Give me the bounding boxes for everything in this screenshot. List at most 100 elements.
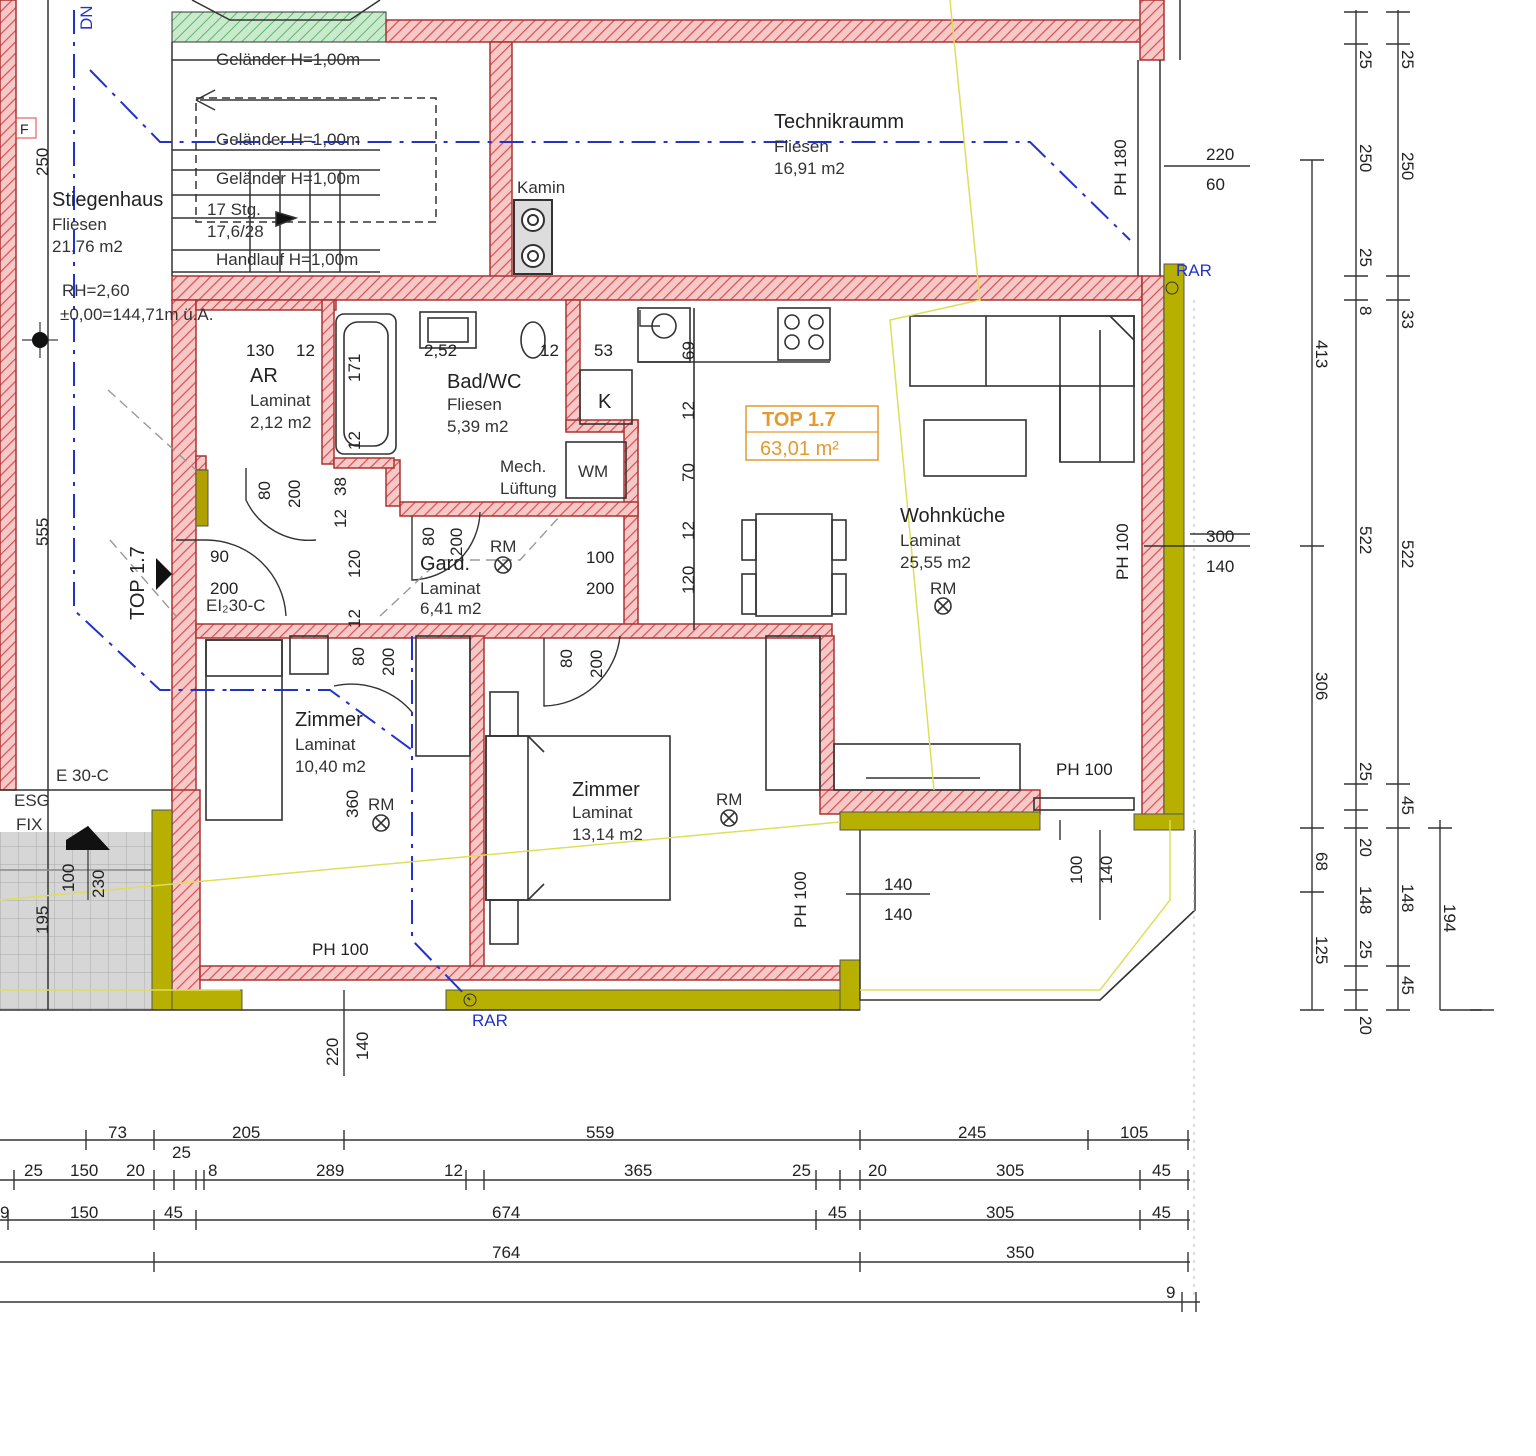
room-bad: Bad/WC Fliesen 5,39 m2 <box>447 371 521 436</box>
room-name: Zimmer <box>572 779 640 801</box>
dimension: 70 <box>679 463 698 482</box>
dimension: 20 <box>868 1161 887 1180</box>
misc-labels: Kamin K WM Mech. Lüftung RH=2,60 ±0,00=1… <box>14 5 1212 1030</box>
room-name: AR <box>250 365 278 387</box>
top-label-box: TOP 1.7 63,01 m² <box>745 405 879 461</box>
dimension: 250 <box>1356 144 1375 172</box>
opening-height: 200 <box>210 579 238 598</box>
dimension: 245 <box>958 1123 986 1142</box>
room-area: 25,55 m2 <box>900 553 971 572</box>
dimension: 413 <box>1312 340 1331 368</box>
dimension: 9 <box>1166 1283 1175 1302</box>
dimension: 80 <box>557 649 576 668</box>
dimension: 365 <box>624 1161 652 1180</box>
dimension: 2,52 <box>424 341 457 360</box>
dimension: 69 <box>679 341 698 360</box>
room-stiegenhaus: Stiegenhaus Fliesen 21,76 m2 <box>52 189 163 256</box>
fire-rating-label: EI₂30-C <box>206 596 266 615</box>
stair-note: 17 Stg. <box>207 200 261 219</box>
room-name: Stiegenhaus <box>52 189 163 211</box>
dimension: 105 <box>1120 1123 1148 1142</box>
room-name: Zimmer <box>295 709 363 731</box>
fixtures <box>205 307 1135 945</box>
room-name: Wohnküche <box>900 505 1005 527</box>
dimension: 305 <box>986 1203 1014 1222</box>
dimension: 522 <box>1356 526 1375 554</box>
window-height: PH 100 <box>312 940 369 959</box>
opening-dims: 220 60 300 140 140 140 100 140 100 200 9… <box>210 145 1234 924</box>
dimension: 120 <box>679 566 698 594</box>
dimension: 73 <box>108 1123 127 1142</box>
dimension: 764 <box>492 1243 520 1262</box>
dimension: 522 <box>1398 540 1417 568</box>
dimension: 250 <box>1398 152 1417 180</box>
top-area: 63,01 m² <box>760 438 839 460</box>
dimension: 125 <box>1312 936 1331 964</box>
dimension: 200 <box>285 480 304 508</box>
dimension: 20 <box>1356 1016 1375 1035</box>
stair-note: Geländer H=1,00m <box>216 169 360 188</box>
room-zimmer-2: Zimmer Laminat 13,14 m2 <box>572 779 643 844</box>
dimension: 25 <box>1398 50 1417 69</box>
opening-height: 200 <box>586 579 614 598</box>
dimension: 20 <box>1356 838 1375 857</box>
dimension: 45 <box>828 1203 847 1222</box>
dimension: 171 <box>345 354 364 382</box>
room-name: Bad/WC <box>447 371 521 393</box>
dimension: 68 <box>1312 852 1331 871</box>
opening-height: 60 <box>1206 175 1225 194</box>
room-zimmer-1: Zimmer Laminat 10,40 m2 <box>295 709 366 776</box>
terrace-tiles <box>0 832 152 1010</box>
stair-note: Handlauf H=1,00m <box>216 250 358 269</box>
insulation <box>151 263 1185 1011</box>
opening-width: 140 <box>884 875 912 894</box>
overlay-lines <box>0 0 1171 991</box>
dimension: 360 <box>343 790 362 818</box>
opening-width: 100 <box>586 548 614 567</box>
window-height: PH 100 <box>1113 523 1132 580</box>
room-area: 13,14 m2 <box>572 825 643 844</box>
dimension: 9 <box>0 1203 9 1222</box>
room-area: 16,91 m2 <box>774 159 845 178</box>
stair-note: Geländer H=1,00m <box>216 50 360 69</box>
rm-label: RM <box>716 790 742 809</box>
markers <box>15 117 1179 1007</box>
room-area: 21,76 m2 <box>52 237 123 256</box>
dimension: 45 <box>1152 1203 1171 1222</box>
window-height: PH 180 <box>1111 139 1130 196</box>
axis-lines <box>73 10 1131 1001</box>
glass-label: FIX <box>16 815 42 834</box>
dimension: 53 <box>594 341 613 360</box>
opening-height: 140 <box>1097 856 1116 884</box>
dimension: 12 <box>679 401 698 420</box>
inner-dims: 250 555 195 130 12 2,52 53 12 69 171 12 … <box>33 148 698 1066</box>
dimension: 148 <box>1398 884 1417 912</box>
room-floor: Laminat <box>420 579 481 598</box>
dimension: 25 <box>1356 50 1375 69</box>
dimension: 120 <box>345 550 364 578</box>
dimension: 674 <box>492 1203 520 1222</box>
dimension: 20 <box>126 1161 145 1180</box>
dimension: 289 <box>316 1161 344 1180</box>
dimension: 80 <box>419 527 438 546</box>
dimension: 12 <box>444 1161 463 1180</box>
dimension: 12 <box>296 341 315 360</box>
dimension: 220 <box>323 1038 342 1066</box>
walls <box>0 0 1165 1001</box>
dimension: 250 <box>33 148 52 176</box>
smoke-detectors <box>372 556 952 832</box>
dimension: 45 <box>1152 1161 1171 1180</box>
glass-label: ESG <box>14 791 50 810</box>
room-technik: Technikraumm Fliesen 16,91 m2 <box>774 111 904 178</box>
dimension: 12 <box>679 521 698 540</box>
dimension: 45 <box>1398 976 1417 995</box>
dimension: 559 <box>586 1123 614 1142</box>
dimension: 25 <box>1356 762 1375 781</box>
dimension: 12 <box>345 609 364 628</box>
dimension: 350 <box>1006 1243 1034 1262</box>
dimension: 25 <box>1356 248 1375 267</box>
dimension: 150 <box>70 1161 98 1180</box>
room-area: 2,12 m2 <box>250 413 311 432</box>
dimension: 45 <box>1398 796 1417 815</box>
